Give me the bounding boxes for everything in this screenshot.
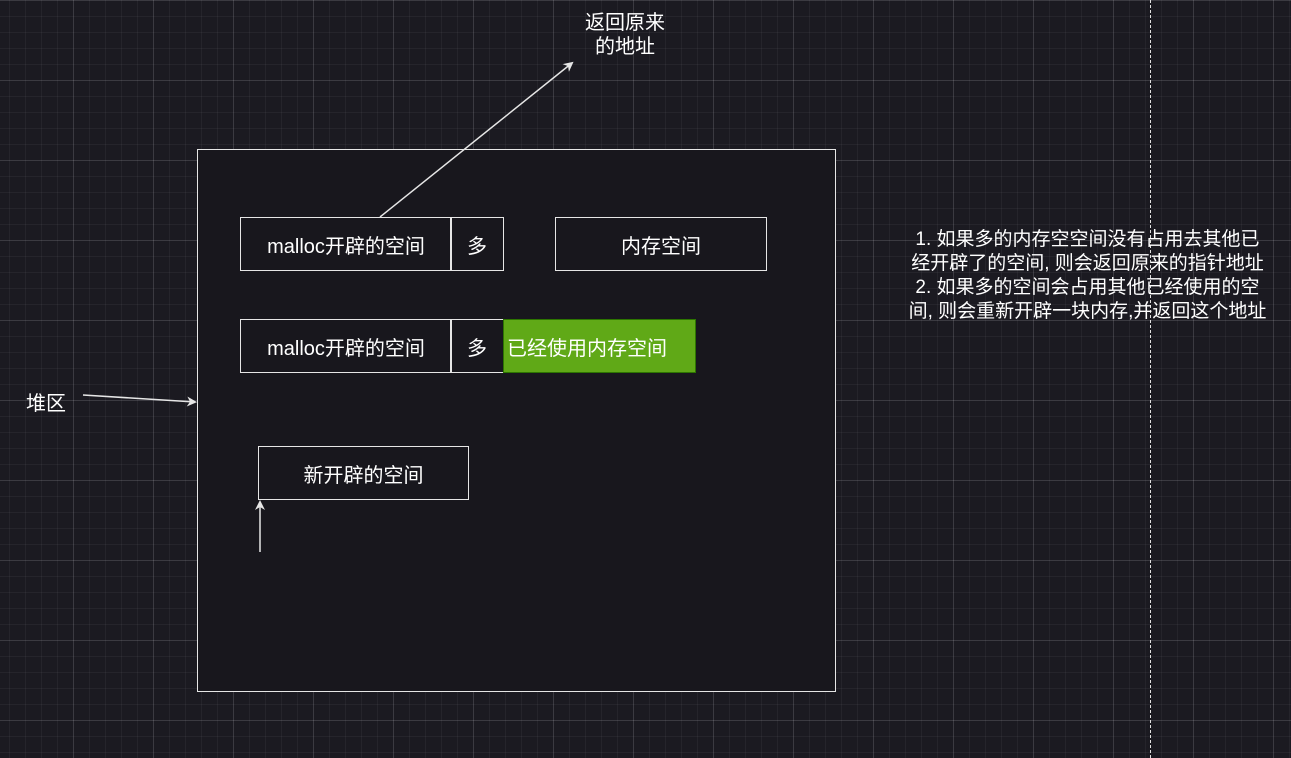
used-memory-box: 已经使用内存空间 xyxy=(503,319,696,373)
explanation-notes: 1. 如果多的内存空空间没有占用去其他已 经开辟了的空间, 则会返回原来的指针地… xyxy=(884,228,1291,324)
free-memory-label: 内存空间 xyxy=(621,235,701,258)
heap-region xyxy=(197,149,836,692)
new-space-box: 新开辟的空间 xyxy=(258,446,469,500)
extra-space-label-2: 多 xyxy=(467,337,487,360)
extra-space-label-1: 多 xyxy=(467,235,487,258)
dashed-guide-line xyxy=(1150,0,1151,758)
notes-line-2: 经开辟了的空间, 则会返回原来的指针地址 xyxy=(911,253,1264,274)
notes-line-3: 2. 如果多的空间会占用其他已经使用的空 xyxy=(915,277,1260,298)
return-address-line-2: 的地址 xyxy=(595,36,655,58)
used-memory-label: 已经使用内存空间 xyxy=(507,337,667,360)
new-space-label: 新开辟的空间 xyxy=(303,464,424,487)
free-memory-box: 内存空间 xyxy=(555,217,767,271)
malloc-space-label-1: malloc开辟的空间 xyxy=(267,235,425,258)
malloc-space-box-2: malloc开辟的空间 xyxy=(240,319,452,373)
malloc-space-label-2: malloc开辟的空间 xyxy=(267,337,425,360)
malloc-space-box-1: malloc开辟的空间 xyxy=(240,217,452,271)
return-address-line-1: 返回原来 xyxy=(585,12,665,34)
heap-label: 堆区 xyxy=(26,393,66,415)
notes-line-1: 1. 如果多的内存空空间没有占用去其他已 xyxy=(915,229,1260,250)
extra-space-box-2: 多 xyxy=(450,319,504,373)
notes-line-4: 间, 则会重新开辟一块内存,并返回这个地址 xyxy=(908,301,1267,322)
heap-pointer-arrow xyxy=(82,394,197,407)
extra-space-box-1: 多 xyxy=(450,217,504,271)
return-address-label: 返回原来 的地址 xyxy=(560,11,690,59)
